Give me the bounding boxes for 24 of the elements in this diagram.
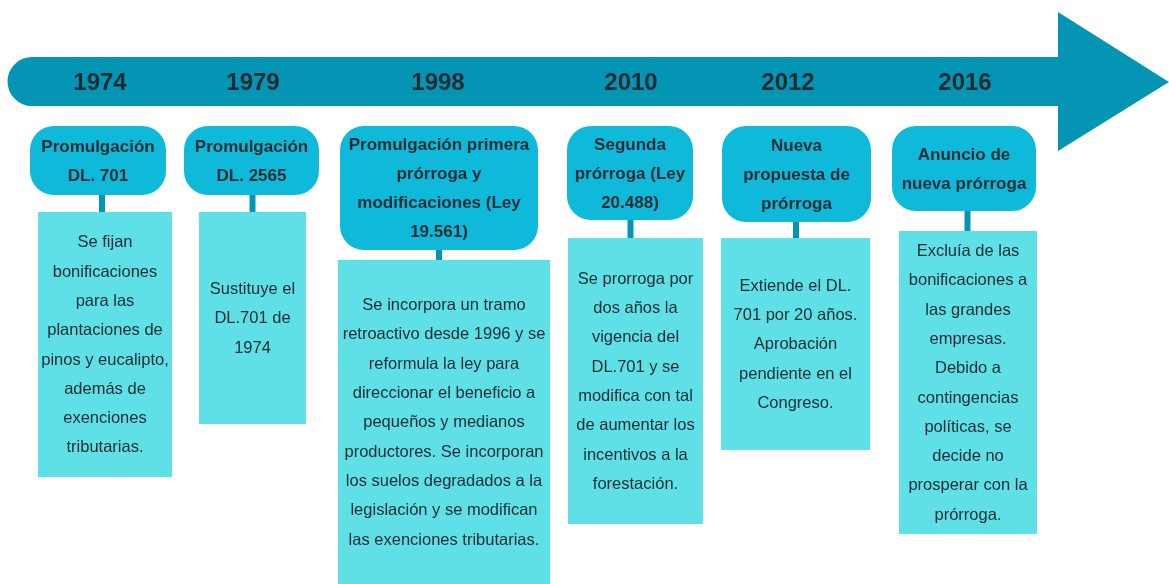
connector-line <box>249 195 256 212</box>
description-box: Sustituye el DL.701 de 1974 <box>199 212 306 424</box>
event-title-box: Promulgación primera prórroga y modificaciones (Ley 19.561) <box>340 126 538 250</box>
year-label: 1979 <box>226 68 280 96</box>
event-title-box: Promulgación DL. 2565 <box>184 126 319 195</box>
event-title-box: Nueva propuesta de prórroga <box>722 126 871 222</box>
year-label: 1998 <box>411 68 465 96</box>
year-label: 2012 <box>761 68 815 96</box>
event-title-box: Anuncio de nueva prórroga <box>892 126 1036 211</box>
event-title-box: Promulgación DL. 701 <box>30 126 166 195</box>
year-label: 2010 <box>604 68 658 96</box>
description-box: Extiende el DL. 701 por 20 años. Aprobación pendiente en el Congreso. <box>721 238 870 450</box>
year-label: 2016 <box>938 68 992 96</box>
connector-line <box>436 250 442 260</box>
description-box: Se incorpora un tramo retroactivo desde 1996 y se reformula la ley para direccionar el beneficio a pequeños y medianos productores. Se incorporan los suelos degradados a la legislación y se modifican las exenciones tributarias. <box>338 260 550 584</box>
description-box: Se fijan bonificaciones para las plantaciones de pinos y eucalipto, además de exenciones tributarias. <box>38 212 172 477</box>
connector-line <box>793 222 799 238</box>
connector-line <box>99 195 105 212</box>
event-title-box: Segunda prórroga (Ley 20.488) <box>567 126 693 220</box>
year-label: 1974 <box>73 68 127 96</box>
description-box: Se prorroga por dos años la vigencia del DL.701 y se modifica con tal de aumentar los incentivos a la forestación. <box>568 238 703 524</box>
description-box: Excluía de las bonificaciones a las grandes empresas. Debido a contingencias políticas, se decide no prosperar con la prórroga. <box>899 231 1037 534</box>
connector-line <box>964 211 971 231</box>
connector-line <box>627 220 634 238</box>
